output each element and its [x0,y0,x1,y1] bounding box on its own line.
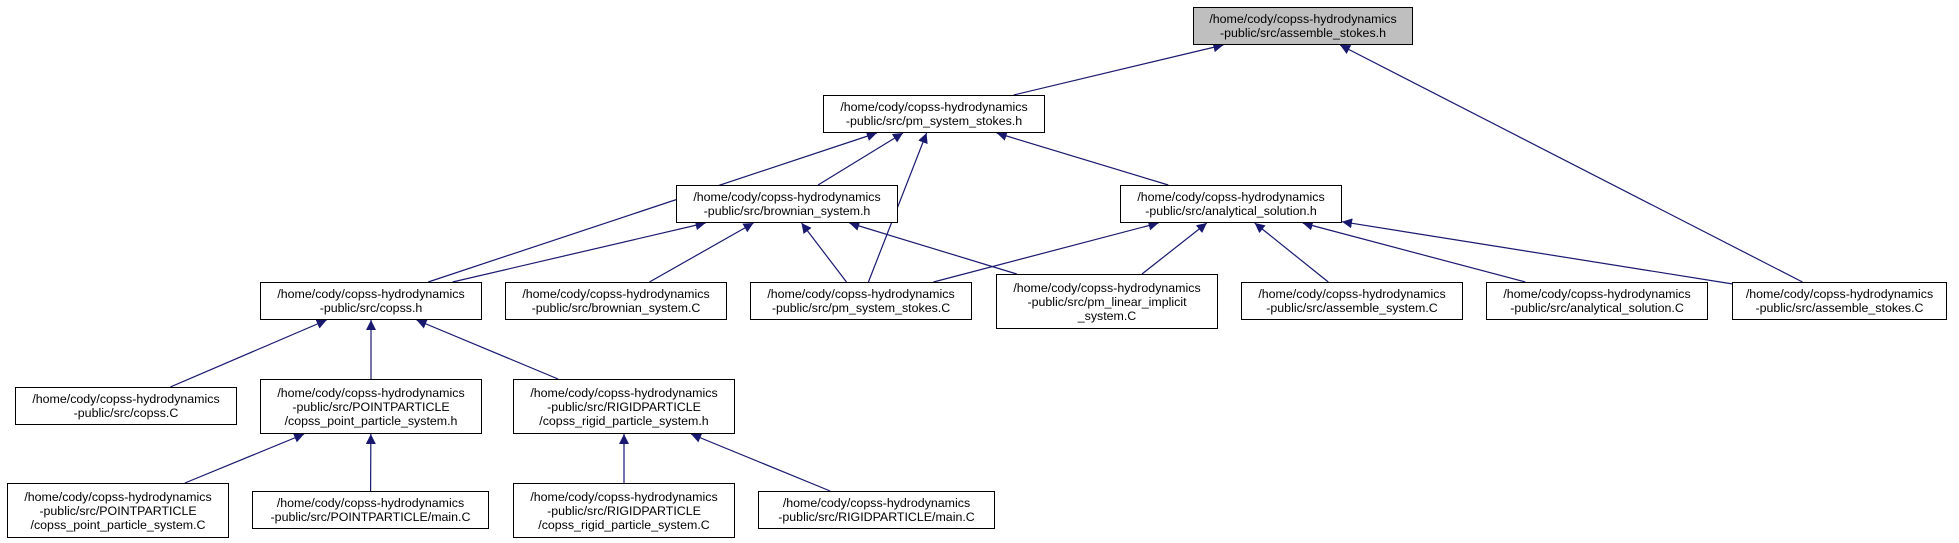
node-analytical-solution-h[interactable]: /home/cody/copss-hydrodynamics -public/s… [1120,185,1342,223]
node-copss-point-particle-system-h[interactable]: /home/cody/copss-hydrodynamics -public/s… [260,379,482,434]
node-label-line: /home/cody/copss-hydrodynamics [1503,287,1691,301]
node-label-line: -public/src/brownian_system.h [703,204,871,218]
node-rigidparticle-main-c[interactable]: /home/cody/copss-hydrodynamics -public/s… [758,491,995,529]
node-pm-system-stokes-c[interactable]: /home/cody/copss-hydrodynamics -public/s… [750,282,972,320]
node-label-line: _system.C [1077,308,1137,323]
node-label-line: -public/src/brownian_system.C [531,301,701,315]
node-label-line: -public/src/pm_system_stokes.C [771,301,951,315]
node-label-line: /home/cody/copss-hydrodynamics [530,489,718,504]
node-label-line: -public/src/copss.h [319,301,423,315]
edge-pm_system_stokes_C-to-brownian_system_h [801,222,847,283]
node-brownian-system-h[interactable]: /home/cody/copss-hydrodynamics -public/s… [676,185,898,223]
node-assemble-stokes-h: /home/cody/copss-hydrodynamics -public/s… [1193,7,1413,45]
node-label-line: -public/src/POINTPARTICLE [39,503,197,518]
node-label-line: -public/src/assemble_system.C [1266,301,1438,315]
edge-analytical_solution_h-to-pm_system_stokes_h [996,131,1169,186]
node-copss-rigid-particle-system-c[interactable]: /home/cody/copss-hydrodynamics -public/s… [513,483,735,538]
edge-assemble_stokes_C-to-assemble_stokes_h [1339,44,1803,283]
node-label-line: -public/src/copss.C [73,406,179,420]
edge-pm_linear_implicit_system_C-to-analytical_solution_h [1141,222,1208,275]
node-label-line: /home/cody/copss-hydrodynamics [840,100,1028,114]
edge-copss_rigid_particle_system_h-to-copss_h [416,319,559,380]
node-label-line: -public/src/RIGIDPARTICLE [547,399,701,414]
node-label-line: -public/src/POINTPARTICLE [292,399,450,414]
node-copss-h[interactable]: /home/cody/copss-hydrodynamics -public/s… [260,282,482,320]
node-label-line: -public/src/RIGIDPARTICLE [547,503,701,518]
edge-pm_system_stokes_C-to-analytical_solution_h [933,220,1159,283]
node-assemble-stokes-c[interactable]: /home/cody/copss-hydrodynamics -public/s… [1732,282,1947,320]
node-pm-linear-implicit-system-c[interactable]: /home/cody/copss-hydrodynamics -public/s… [996,274,1218,329]
node-label-line: /home/cody/copss-hydrodynamics [276,496,465,510]
node-label-line: /home/cody/copss-hydrodynamics [32,392,220,406]
edge-analytical_solution_C-to-analytical_solution_h [1302,220,1526,283]
edge-rigidparticle_main_C-to-copss_rigid_particle_system_h [690,433,831,492]
node-label-line: /copss_rigid_particle_system.C [538,517,710,532]
edge-pm_linear_implicit_system_C-to-brownian_system_h [849,221,1017,275]
node-label-line: -public/src/RIGIDPARTICLE/main.C [778,510,975,524]
node-label-line: /home/cody/copss-hydrodynamics [1013,280,1201,295]
edge-copss_point_particle_system_C-to-copss_point_particle_system_h [184,433,305,484]
node-label-line: /home/cody/copss-hydrodynamics [1745,287,1934,301]
edge-assemble_system_C-to-analytical_solution_h [1254,222,1329,283]
node-label-line: /copss_point_particle_system.C [30,517,206,532]
node-copss-point-particle-system-c[interactable]: /home/cody/copss-hydrodynamics -public/s… [7,483,229,538]
edge-assemble_stokes_C-to-analytical_solution_h [1341,218,1733,285]
node-label-line: /copss_point_particle_system.h [284,413,458,428]
node-assemble-system-c[interactable]: /home/cody/copss-hydrodynamics -public/s… [1241,282,1463,320]
node-label-line: /home/cody/copss-hydrodynamics [693,190,881,204]
node-brownian-system-c[interactable]: /home/cody/copss-hydrodynamics -public/s… [505,282,727,320]
edge-copss_h-to-brownian_system_h [452,220,706,283]
node-label-line: /home/cody/copss-hydrodynamics [1258,287,1446,301]
node-label-line: /home/cody/copss-hydrodynamics [782,496,971,510]
node-label-line: /home/cody/copss-hydrodynamics [1209,12,1397,26]
edge-brownian_system_C-to-brownian_system_h [649,222,754,283]
edge-pm_system_stokes_h-to-assemble_stokes_h [1013,42,1224,96]
node-label-line: -public/src/POINTPARTICLE/main.C [270,510,471,524]
node-label-line: /home/cody/copss-hydrodynamics [522,287,710,301]
node-pointparticle-main-c[interactable]: /home/cody/copss-hydrodynamics -public/s… [252,491,489,529]
node-pm-system-stokes-h[interactable]: /home/cody/copss-hydrodynamics -public/s… [823,95,1045,133]
node-label-line: -public/src/pm_linear_implicit [1027,294,1187,309]
node-copss-rigid-particle-system-h[interactable]: /home/cody/copss-hydrodynamics -public/s… [513,379,735,434]
node-label-line: /home/cody/copss-hydrodynamics [767,287,955,301]
node-analytical-solution-c[interactable]: /home/cody/copss-hydrodynamics -public/s… [1486,282,1708,320]
node-label-line: -public/src/pm_system_stokes.h [845,114,1023,128]
node-label-line: /home/cody/copss-hydrodynamics [1137,190,1325,204]
node-label-line: /copss_rigid_particle_system.h [539,413,709,428]
node-label-line: /home/cody/copss-hydrodynamics [24,489,212,504]
edge-copss_C-to-copss_h [170,319,327,388]
node-label-line: /home/cody/copss-hydrodynamics [530,385,718,400]
node-label-line: -public/src/analytical_solution.h [1145,204,1317,218]
node-label-line: -public/src/assemble_stokes.C [1755,301,1924,315]
node-label-line: /home/cody/copss-hydrodynamics [277,385,465,400]
edge-copss_h-to-pm_system_stokes_h [428,131,877,283]
node-label-line: -public/src/assemble_stokes.h [1220,26,1386,40]
node-label-line: -public/src/analytical_solution.C [1510,301,1684,315]
node-label-line: /home/cody/copss-hydrodynamics [277,287,465,301]
node-copss-c[interactable]: /home/cody/copss-hydrodynamics -public/s… [15,387,237,425]
edge-brownian_system_h-to-pm_system_stokes_h [817,132,904,186]
